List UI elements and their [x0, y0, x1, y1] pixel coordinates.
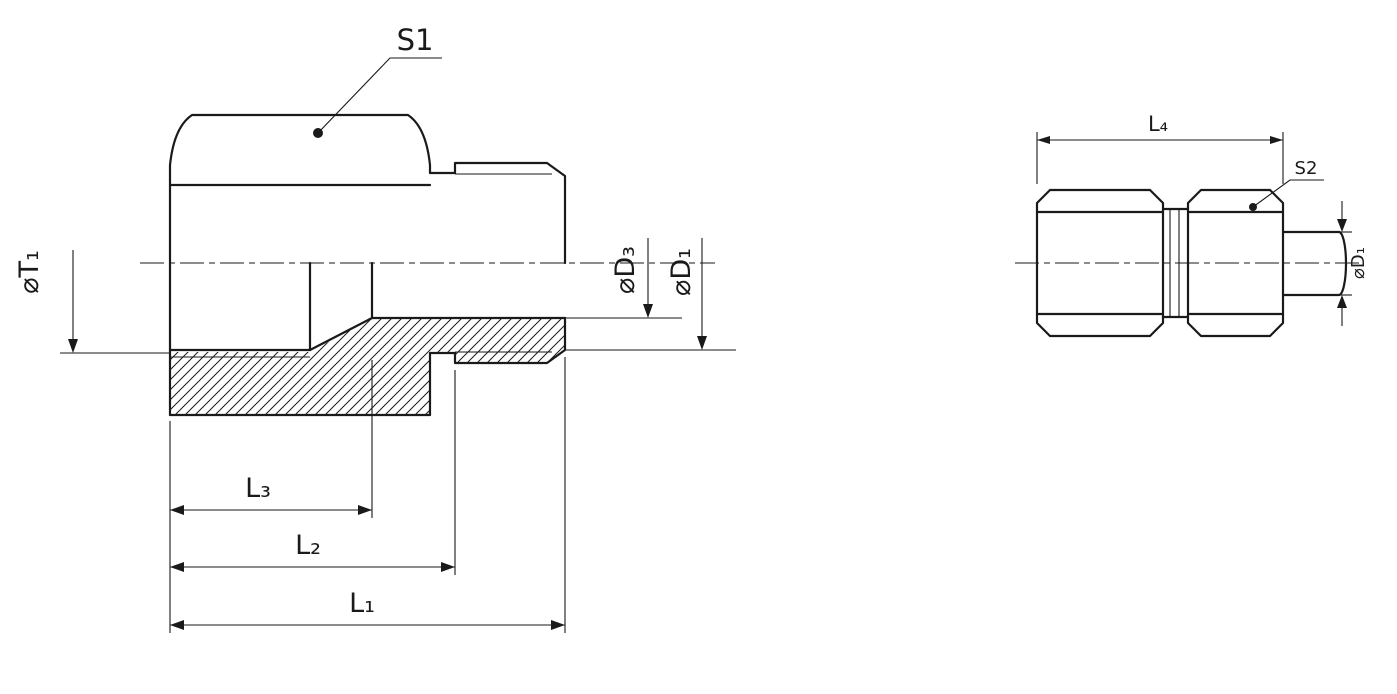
seat-cone	[308, 316, 374, 352]
tube-end-arc	[1337, 230, 1348, 297]
label-length-l1: L₁	[349, 588, 375, 619]
side-view: L₄ S2 ⌀D₁	[1015, 112, 1369, 338]
arrow-d3	[643, 304, 653, 318]
dimension-s2: S2	[1249, 158, 1324, 211]
arrow-l4-right	[1270, 136, 1283, 144]
dimension-d3: ⌀D₃	[565, 238, 682, 319]
nut-outline	[1186, 188, 1285, 338]
dimension-l2: L₂	[170, 370, 456, 575]
label-length-l2: L₂	[295, 530, 321, 561]
fitting-body-outline-upper	[168, 113, 567, 417]
label-length-l3: L₃	[245, 473, 271, 504]
arrow-l3-left	[170, 505, 184, 515]
arrow-l4-left	[1037, 136, 1050, 144]
label-length-l4: L₄	[1148, 112, 1168, 136]
dimension-s1: S1	[313, 23, 442, 138]
dimension-l3: L₃	[170, 360, 373, 518]
label-diameter-d3: ⌀D₃	[610, 246, 641, 294]
main-view: S1 ⌀T₁ ⌀D₃ ⌀D₁	[14, 23, 736, 633]
arrow-l1-left	[170, 620, 184, 630]
arrow-d1-top	[1337, 219, 1347, 232]
section-hatching	[170, 318, 565, 415]
dimension-l4: L₄	[1036, 112, 1284, 184]
arrow-l1-right	[551, 620, 565, 630]
label-wrench-size-s1: S1	[397, 23, 434, 57]
label-tube-diameter-d1: ⌀D₁	[1348, 247, 1369, 279]
label-diameter-d1-main: ⌀D₁	[666, 248, 697, 296]
dimension-l1: L₁	[170, 357, 566, 633]
side-body-outline	[1035, 188, 1165, 338]
thread-gap	[1161, 207, 1190, 319]
leader-line-s2	[1252, 179, 1324, 208]
arrow-l2-left	[170, 562, 184, 572]
arrow-d1-bottom	[1337, 295, 1347, 308]
leader-line-s1	[317, 57, 442, 134]
dimension-d1-main: ⌀D₁	[565, 238, 736, 351]
dimension-d1-side: ⌀D₁	[1337, 201, 1369, 326]
dimension-t1: ⌀T₁	[14, 250, 170, 354]
arrow-l2-right	[441, 562, 455, 572]
arrow-d1-main	[697, 336, 707, 350]
arrow-l3-right	[358, 505, 372, 515]
label-wrench-size-s2: S2	[1295, 158, 1318, 179]
arrow-t1	[68, 339, 78, 353]
label-thread-diameter-t1: ⌀T₁	[14, 250, 45, 294]
tube	[1281, 230, 1348, 297]
